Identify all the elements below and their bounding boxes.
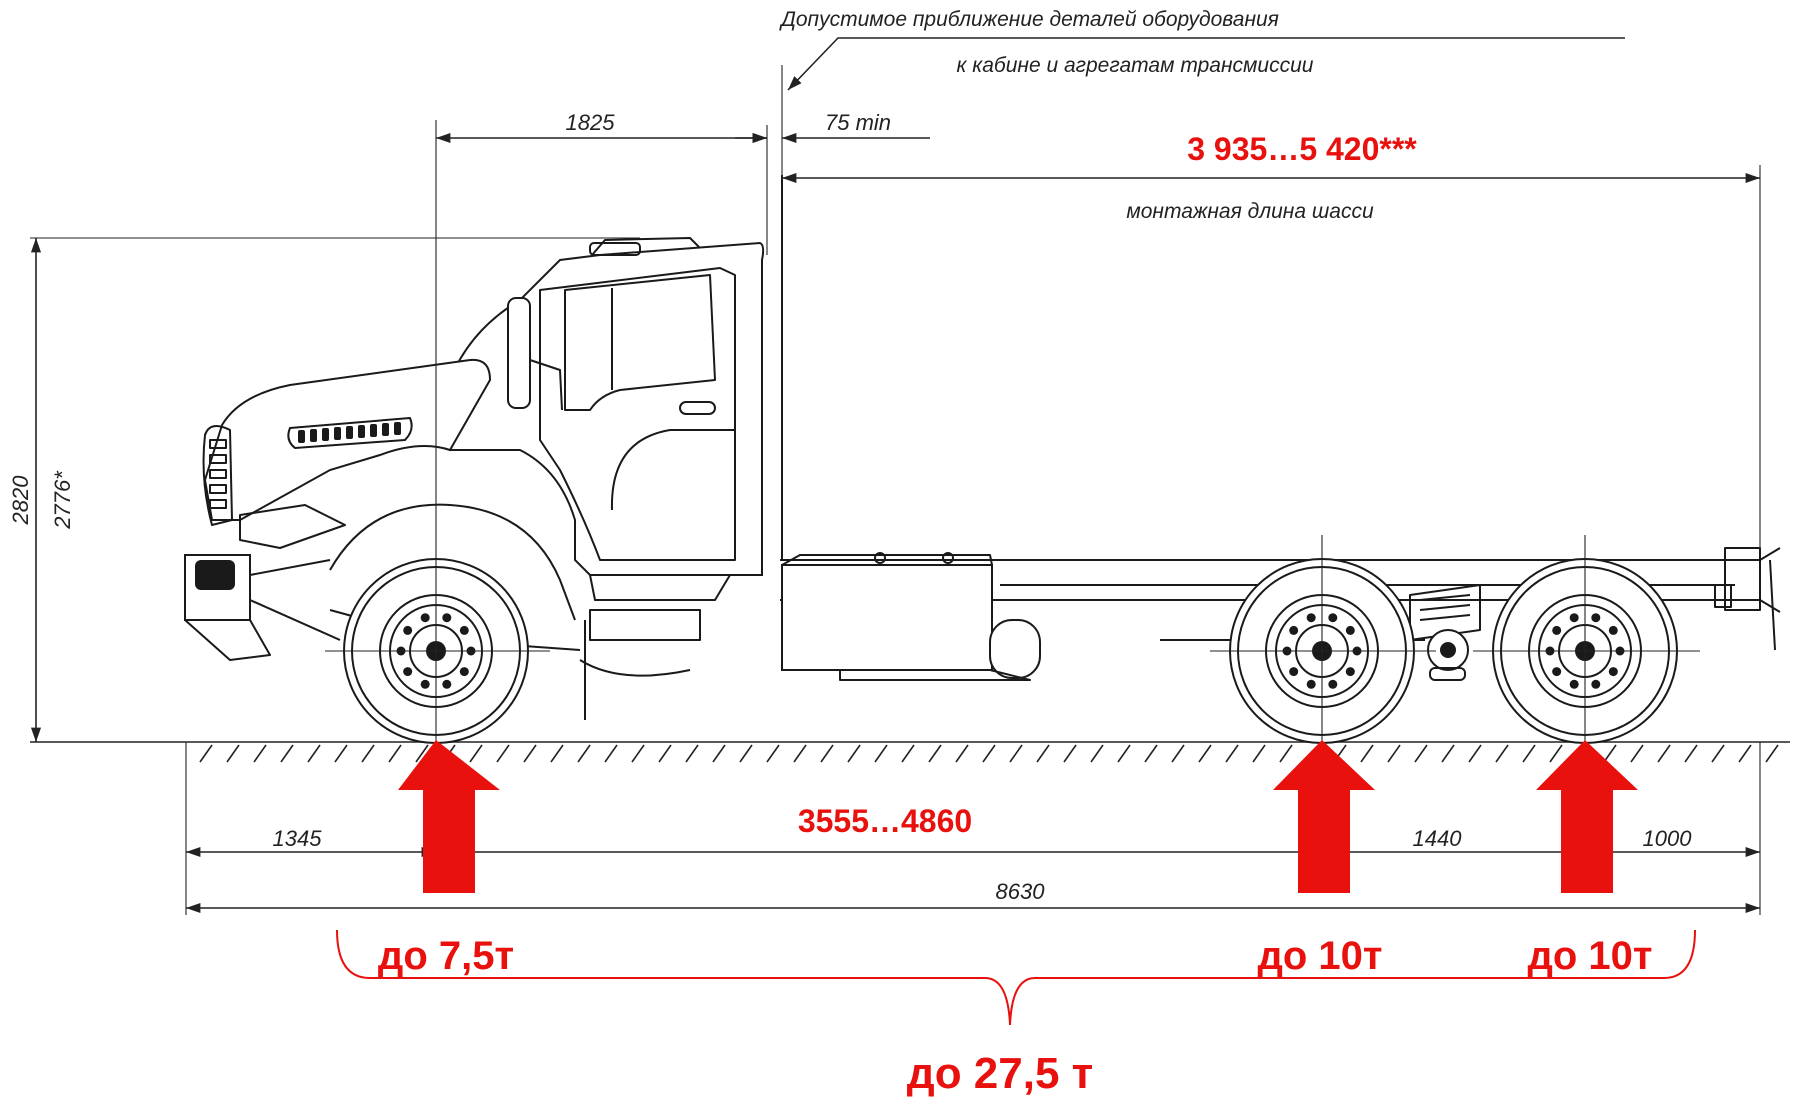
hatch-mark	[496, 744, 510, 763]
hatch-mark	[1495, 744, 1509, 763]
hatch-mark	[1063, 744, 1077, 763]
hatch-mark	[1279, 744, 1293, 763]
hatch-mark	[955, 744, 969, 763]
ground-line	[30, 741, 1790, 763]
hatch-mark	[1414, 744, 1428, 763]
hatch-mark	[820, 744, 834, 763]
hatch-mark	[415, 744, 429, 763]
dim-min-gap: 75 min	[825, 110, 891, 135]
clearance-note-line2: к кабине и агрегатам трансмиссии	[957, 54, 1314, 77]
dim-height-total: 2820	[8, 475, 33, 526]
height-dimensions: 2820 2776*	[8, 237, 640, 742]
hood-vent-slots	[298, 422, 401, 443]
hatch-mark	[1765, 744, 1779, 763]
hatch-mark	[1117, 744, 1131, 763]
hatch-mark	[1468, 744, 1482, 763]
hatch-mark	[280, 744, 294, 763]
hatch-mark	[793, 744, 807, 763]
dim-wheelbase: 3555…4860	[798, 803, 972, 839]
dim-overall-length: 8630	[996, 879, 1046, 904]
hatch-mark	[334, 744, 348, 763]
hatch-mark	[1711, 744, 1725, 763]
hatch-mark	[226, 744, 240, 763]
bottom-dimensions: 1345 3555…4860 1440 1000 8630	[185, 742, 1761, 915]
hatch-mark	[982, 744, 996, 763]
hatch-mark	[388, 744, 402, 763]
dim-cab-front-to-back: 1825	[566, 110, 616, 135]
front-axle-load-arrow	[398, 740, 500, 893]
hatch-mark	[577, 744, 591, 763]
hatch-mark	[1090, 744, 1104, 763]
hatch-mark	[1144, 744, 1158, 763]
hatch-mark	[1252, 744, 1266, 763]
hatch-mark	[1630, 744, 1644, 763]
hatch-mark	[1198, 744, 1212, 763]
hatch-mark	[1036, 744, 1050, 763]
dim-front-overhang: 1345	[273, 826, 323, 851]
hatch-mark	[1657, 744, 1671, 763]
hatch-mark	[1684, 744, 1698, 763]
hatch-mark	[1522, 744, 1536, 763]
total-load: до 27,5 т	[907, 1049, 1093, 1098]
hatch-mark	[766, 744, 780, 763]
ground-hatching	[199, 744, 1779, 763]
hatch-mark	[1738, 744, 1752, 763]
hatch-mark	[874, 744, 888, 763]
rear-axle-1-load-arrow	[1273, 740, 1375, 893]
grille-slats	[209, 439, 227, 509]
axle-center-lines	[325, 120, 1700, 745]
dim-rear-axle-spacing: 1440	[1413, 826, 1463, 851]
hatch-mark	[1225, 744, 1239, 763]
truck-chassis-drawing	[184, 175, 1781, 744]
rear-axle-1-load: до 10т	[1257, 934, 1382, 978]
hatch-mark	[1603, 744, 1617, 763]
hatch-mark	[712, 744, 726, 763]
hatch-mark	[1441, 744, 1455, 763]
rear-axle-2-load-arrow	[1536, 740, 1638, 893]
hatch-mark	[1360, 744, 1374, 763]
hatch-mark	[739, 744, 753, 763]
hatch-mark	[1387, 744, 1401, 763]
hatch-mark	[307, 744, 321, 763]
hatch-mark	[685, 744, 699, 763]
hatch-mark	[523, 744, 537, 763]
hatch-mark	[847, 744, 861, 763]
hatch-mark	[631, 744, 645, 763]
mounting-length-caption: монтажная длина шасси	[1126, 200, 1374, 223]
front-axle-load: до 7,5т	[378, 934, 514, 978]
hatch-mark	[550, 744, 564, 763]
clearance-note-line1: Допустимое приближение деталей оборудова…	[779, 8, 1279, 31]
hatch-mark	[253, 744, 267, 763]
axle-load-labels: до 7,5т до 10т до 10т до 27,5 т	[336, 929, 1696, 1098]
hatch-mark	[1549, 744, 1563, 763]
axle-load-arrows	[398, 740, 1638, 893]
hatch-mark	[928, 744, 942, 763]
total-load-brace	[336, 929, 1696, 1026]
rear-axle-2-load: до 10т	[1527, 934, 1652, 978]
hatch-mark	[604, 744, 618, 763]
hatch-mark	[901, 744, 915, 763]
hatch-mark	[469, 744, 483, 763]
hatch-mark	[199, 744, 213, 763]
dim-mounting-length: 3 935…5 420***	[1187, 131, 1417, 167]
hatch-mark	[1171, 744, 1185, 763]
hatch-mark	[658, 744, 672, 763]
hatch-mark	[361, 744, 375, 763]
top-dimensions: 1825 75 min 3 935…5 420*** монтажная дли…	[436, 8, 1761, 550]
dim-rear-overhang: 1000	[1643, 826, 1693, 851]
dim-height-alt: 2776*	[50, 470, 75, 530]
hatch-mark	[1009, 744, 1023, 763]
